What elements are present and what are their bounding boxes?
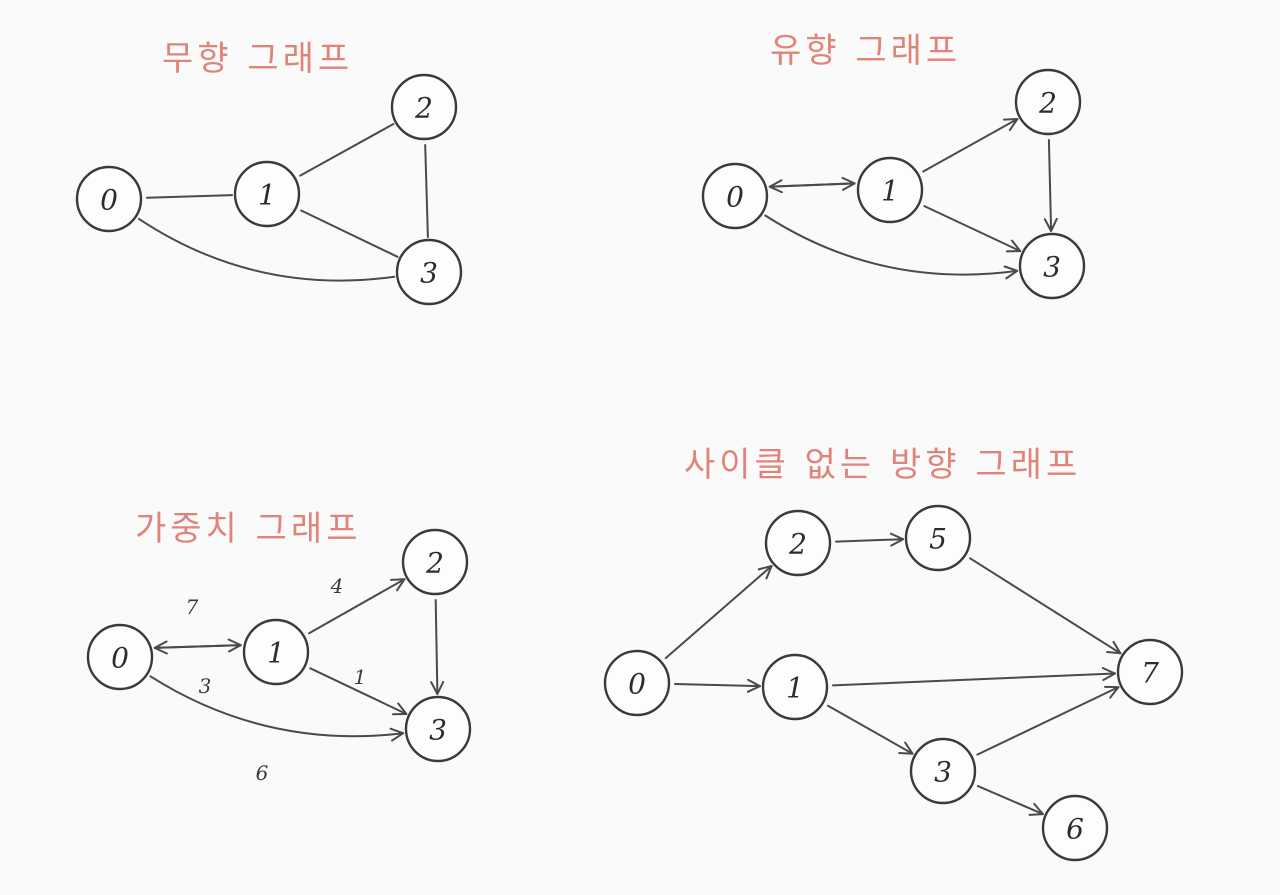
dag-node-3-circle: [909, 737, 977, 805]
weighted-node-1-circle: [242, 618, 310, 686]
undirected-node-1: 1: [233, 160, 301, 228]
undirected-graph-title: 무향 그래프: [162, 39, 353, 79]
dag-node-5: 5: [904, 504, 972, 572]
directed-node-3-label: 3: [1043, 251, 1061, 284]
nodes-layer: 0 1 2 3 0 1 2 3 0 1 2 3 0 1 2 3 5 6 7: [75, 68, 1184, 862]
weighted-edge-weight-1-2: 4: [330, 574, 344, 598]
weighted-edge-1-0: [153, 640, 239, 655]
directed-node-3-circle: [1018, 232, 1086, 300]
undirected-node-0-label: 0: [100, 184, 118, 217]
dag-node-1-circle: [761, 653, 829, 721]
directed-node-0: 0: [701, 162, 769, 230]
weighted-node-0-label: 0: [111, 642, 129, 675]
undirected-node-0: 0: [75, 165, 143, 233]
weighted-node-2: 2: [401, 528, 469, 596]
undirected-edge-2-3: [424, 144, 429, 238]
undirected-edge-0-1: [146, 194, 233, 199]
dag-edge-1-3: [827, 704, 914, 755]
dag-node-1: 1: [761, 653, 829, 721]
weights-layer: 7 3 4 1 6: [186, 574, 367, 785]
weighted-node-0: 0: [86, 623, 154, 691]
weighted-edge-0-3: [149, 675, 405, 742]
dag-node-2-circle: [764, 509, 832, 577]
dag-node-7: 7: [1116, 638, 1184, 706]
directed-node-1: 1: [856, 156, 924, 224]
weighted-edge-weight-1-0: 3: [199, 674, 212, 698]
directed-node-0-circle: [701, 162, 769, 230]
undirected-node-2-circle: [390, 73, 458, 141]
dag-node-2: 2: [764, 509, 832, 577]
dag-title: 사이클 없는 방향 그래프: [684, 445, 1081, 485]
undirected-edge-1-2: [299, 123, 395, 177]
directed-edge-1-0: [768, 179, 853, 194]
directed-edge-2-3: [1043, 139, 1058, 232]
undirected-node-2: 2: [390, 73, 458, 141]
dag-node-1-label: 1: [786, 672, 804, 705]
dag-edge-2-5: [835, 532, 904, 547]
weighted-edge-2-3: [430, 599, 445, 695]
dag-node-7-circle: [1116, 638, 1184, 706]
directed-node-2-circle: [1014, 68, 1082, 136]
weighted-edge-1-3: [309, 667, 408, 716]
undirected-edge-1-3: [300, 209, 399, 258]
dag-node-6: 6: [1041, 794, 1109, 862]
directed-node-1-label: 1: [881, 175, 899, 208]
dag-edge-5-7: [969, 557, 1122, 655]
undirected-node-3-circle: [395, 238, 463, 306]
undirected-node-2-label: 2: [414, 92, 433, 125]
directed-node-1-circle: [856, 156, 924, 224]
dag-edge-3-6: [976, 785, 1044, 816]
dag-node-0-label: 0: [628, 668, 646, 701]
weighted-node-3-circle: [404, 695, 472, 763]
weighted-edge-1-2: [308, 578, 406, 635]
dag-node-0: 0: [603, 649, 671, 717]
weighted-node-0-circle: [86, 623, 154, 691]
weighted-node-2-label: 2: [425, 547, 444, 580]
undirected-node-1-circle: [233, 160, 301, 228]
directed-node-2-label: 2: [1038, 87, 1057, 120]
weighted-graph-title: 가중치 그래프: [135, 509, 362, 549]
dag-node-0-circle: [603, 649, 671, 717]
directed-graph-title: 유향 그래프: [770, 31, 961, 71]
directed-edge-1-3: [923, 205, 1022, 253]
undirected-node-1-label: 1: [258, 179, 276, 212]
dag-edge-1-7: [832, 667, 1116, 687]
dag-node-6-label: 6: [1066, 813, 1084, 846]
weighted-node-3-label: 3: [429, 714, 447, 747]
weighted-edge-weight-0-1: 7: [186, 595, 199, 619]
weighted-node-1-label: 1: [267, 637, 285, 670]
dag-node-5-label: 5: [929, 523, 947, 556]
directed-edge-1-2: [922, 118, 1019, 173]
undirected-node-3-label: 3: [420, 257, 438, 290]
weighted-node-1: 1: [242, 618, 310, 686]
undirected-node-0-circle: [75, 165, 143, 233]
dag-node-5-circle: [904, 504, 972, 572]
dag-node-2-label: 2: [788, 528, 807, 561]
dag-edge-3-7: [976, 685, 1120, 756]
directed-node-0-label: 0: [726, 181, 744, 214]
dag-edge-0-1: [674, 678, 761, 693]
weighted-edge-weight-1-3: 1: [354, 665, 367, 689]
undirected-node-3: 3: [395, 238, 463, 306]
edges-layer: [138, 118, 1122, 816]
weighted-node-2-circle: [401, 528, 469, 596]
directed-node-2: 2: [1014, 68, 1082, 136]
dag-node-3-label: 3: [934, 756, 952, 789]
dag-node-7-label: 7: [1141, 657, 1159, 690]
directed-node-3: 3: [1018, 232, 1086, 300]
weighted-node-3: 3: [404, 695, 472, 763]
dag-node-6-circle: [1041, 794, 1109, 862]
directed-edge-0-3: [764, 214, 1019, 280]
dag-node-3: 3: [909, 737, 977, 805]
undirected-edge-0-3: [138, 217, 396, 282]
weighted-edge-weight-0-3: 6: [256, 761, 269, 785]
dag-edge-0-2: [664, 565, 773, 660]
